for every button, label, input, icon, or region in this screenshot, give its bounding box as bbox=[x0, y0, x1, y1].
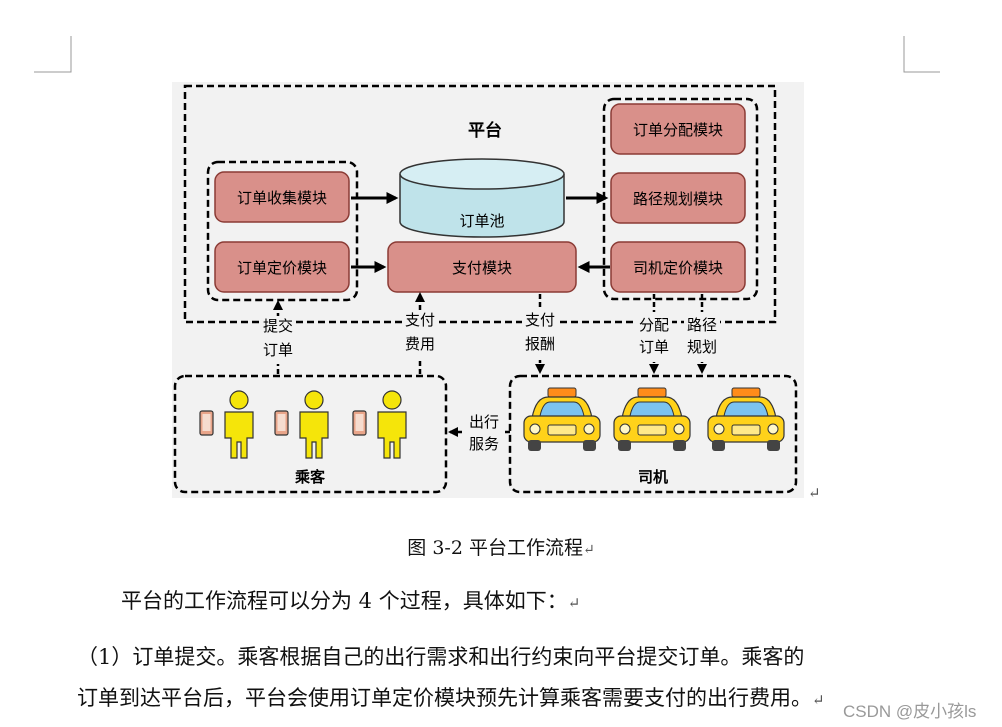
taxi-icon-1 bbox=[523, 387, 601, 451]
dispatch-order-label-1: 分配 bbox=[639, 316, 669, 334]
paragraph-mark: ↵ bbox=[808, 484, 821, 502]
travel-service-label-1: 出行 bbox=[469, 413, 499, 431]
intro-paragraph: 平台的工作流程可以分为 4 个过程，具体如下：↵ bbox=[121, 585, 580, 619]
caption-text: 图 3-2 平台工作流程 bbox=[407, 537, 583, 559]
route-plan-label-1: 路径 bbox=[687, 316, 717, 334]
order-pricing-label: 订单定价模块 bbox=[237, 259, 327, 277]
route-plan-label-2: 规划 bbox=[687, 338, 717, 356]
paragraph-1-line-1-text: （1）订单提交。乘客根据自己的出行需求和出行约束向平台提交订单。乘客的 bbox=[77, 645, 805, 669]
driver-pricing-module bbox=[610, 241, 746, 293]
passenger-figure-3 bbox=[352, 390, 407, 459]
pay-fee-label-2: 费用 bbox=[405, 335, 435, 353]
route-planning-module bbox=[610, 172, 746, 224]
order-collect-module bbox=[214, 171, 350, 223]
driver-group bbox=[508, 374, 798, 494]
intro-paragraph-mark: ↵ bbox=[567, 594, 581, 612]
caption-paragraph-mark: ↵ bbox=[582, 542, 595, 558]
paragraph-1-mark: ↵ bbox=[812, 691, 825, 709]
order-dispatch-module bbox=[610, 103, 746, 155]
order-pricing-module bbox=[214, 241, 350, 293]
pay-reward-label-2: 报酬 bbox=[525, 335, 555, 353]
page-corner-top-right bbox=[903, 36, 940, 73]
route-planning-label: 路径规划模块 bbox=[633, 190, 723, 208]
csdn-watermark: CSDN @皮小孩ls bbox=[843, 702, 977, 721]
payment-label: 支付模块 bbox=[452, 259, 512, 277]
platform-workflow-figure: 平台 订单收集模块 订单定价模块 订单池 支付模块 订单分配模块 路径规划模块 … bbox=[172, 82, 804, 498]
travel-service-label-2: 服务 bbox=[469, 435, 499, 453]
paragraph-1-line-2: 订单到达平台后，平台会使用订单定价模块预先计算乘客需要支付的出行费用。↵ bbox=[77, 682, 825, 716]
passenger-figure-2 bbox=[274, 390, 329, 459]
figure-caption: 图 3-2 平台工作流程↵ bbox=[0, 533, 1002, 560]
paragraph-1-line-1: （1）订单提交。乘客根据自己的出行需求和出行约束向平台提交订单。乘客的 bbox=[77, 641, 804, 673]
platform-label: 平台 bbox=[468, 120, 502, 141]
passenger-label: 乘客 bbox=[294, 468, 326, 486]
page-corner-top-left bbox=[34, 36, 72, 73]
order-pool-label: 订单池 bbox=[459, 212, 504, 230]
taxi-icon-3 bbox=[707, 387, 785, 451]
driver-label: 司机 bbox=[638, 468, 668, 486]
order-dispatch-label: 订单分配模块 bbox=[633, 121, 723, 139]
platform-boundary bbox=[183, 84, 777, 324]
right-module-group bbox=[602, 97, 759, 301]
intro-text: 平台的工作流程可以分为 4 个过程，具体如下： bbox=[121, 589, 568, 613]
paragraph-1-line-2-text: 订单到达平台后，平台会使用订单定价模块预先计算乘客需要支付的出行费用。 bbox=[77, 686, 812, 710]
order-collect-label: 订单收集模块 bbox=[237, 189, 327, 207]
order-pool bbox=[399, 158, 565, 238]
passenger-group bbox=[173, 374, 448, 494]
submit-order-label-1: 提交 bbox=[263, 317, 293, 335]
taxi-icon-2 bbox=[613, 387, 691, 451]
pay-reward-label-1: 支付 bbox=[525, 311, 555, 329]
dispatch-order-label-2: 订单 bbox=[639, 338, 669, 356]
submit-order-label-2: 订单 bbox=[263, 341, 293, 359]
passenger-figure-1 bbox=[199, 390, 254, 459]
pay-fee-label-1: 支付 bbox=[405, 311, 435, 329]
driver-pricing-label: 司机定价模块 bbox=[633, 259, 723, 277]
payment-module bbox=[387, 241, 577, 293]
